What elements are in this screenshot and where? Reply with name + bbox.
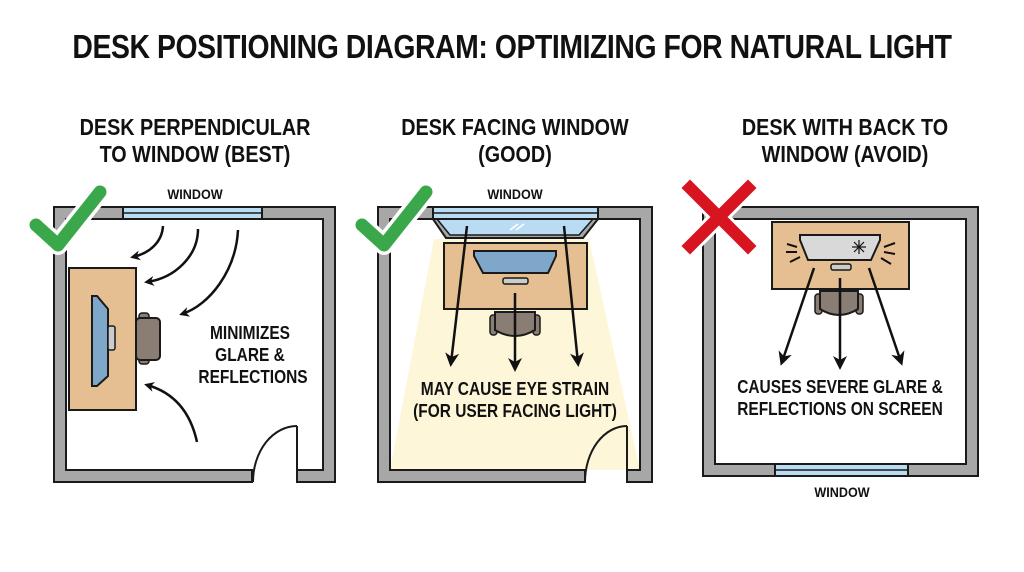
panel-3-annotation-line1: CAUSES SEVERE GLARE & <box>737 377 943 397</box>
panel-1-door <box>252 425 298 483</box>
panel-2-annotation-line2: (FOR USER FACING LIGHT) <box>413 401 617 421</box>
panel-2-monitor <box>473 250 557 285</box>
panel-2-title-line1: DESK FACING WINDOW <box>401 114 629 140</box>
panel-2-title: DESK FACING WINDOW (GOOD) <box>382 114 649 168</box>
panel-3-glare-arrows <box>778 267 905 370</box>
panel-2-room <box>377 206 653 483</box>
panel-1-annotation-line1: MINIMIZES <box>210 323 290 343</box>
panel-3-title-line2: WINDOW (AVOID) <box>761 141 929 167</box>
panel-3-monitor-glare <box>786 234 896 271</box>
panel-2-annotation: MAY CAUSE EYE STRAIN (FOR USER FACING LI… <box>403 378 627 422</box>
panel-2-title-line2: (GOOD) <box>478 141 552 167</box>
panel-2-annotation-line1: MAY CAUSE EYE STRAIN <box>420 379 610 399</box>
panel-2-window <box>431 206 601 239</box>
panel-1-title-line2: TO WINDOW (BEST) <box>99 141 291 167</box>
panel-1-annotation-line2: GLARE & <box>215 345 285 365</box>
panel-3-title-line1: DESK WITH BACK TO <box>741 114 949 140</box>
panel-3-title: DESK WITH BACK TO WINDOW (AVOID) <box>712 114 979 168</box>
panel-1-window <box>122 206 263 220</box>
panel-1-monitor <box>91 295 116 387</box>
panel-3-window-label: WINDOW <box>814 484 870 500</box>
x-icon <box>677 175 761 259</box>
diagram-title: DESK POSITIONING DIAGRAM: OPTIMIZING FOR… <box>72 28 952 65</box>
panel-1-title-line1: DESK PERPENDICULAR <box>79 114 311 140</box>
panel-1-annotation: MINIMIZES GLARE & REFLECTIONS <box>198 322 308 388</box>
panel-2-door <box>584 425 628 483</box>
panel-1-annotation-line3: REFLECTIONS <box>198 367 308 387</box>
panel-1-room <box>53 206 336 483</box>
panel-3-annotation: CAUSES SEVERE GLARE & REFLECTIONS ON SCR… <box>733 376 948 420</box>
panel-3-window <box>774 463 909 477</box>
panel-2-light-arrows <box>445 225 584 372</box>
panel-1-title: DESK PERPENDICULAR TO WINDOW (BEST) <box>62 114 329 168</box>
panel-1-window-label: WINDOW <box>167 186 223 202</box>
panel-2-window-label: WINDOW <box>487 186 543 202</box>
panel-1-chair <box>135 312 161 365</box>
panel-1-light-arrows <box>130 225 240 443</box>
panel-3-annotation-line2: REFLECTIONS ON SCREEN <box>737 399 943 419</box>
panel-3-room <box>702 206 979 477</box>
